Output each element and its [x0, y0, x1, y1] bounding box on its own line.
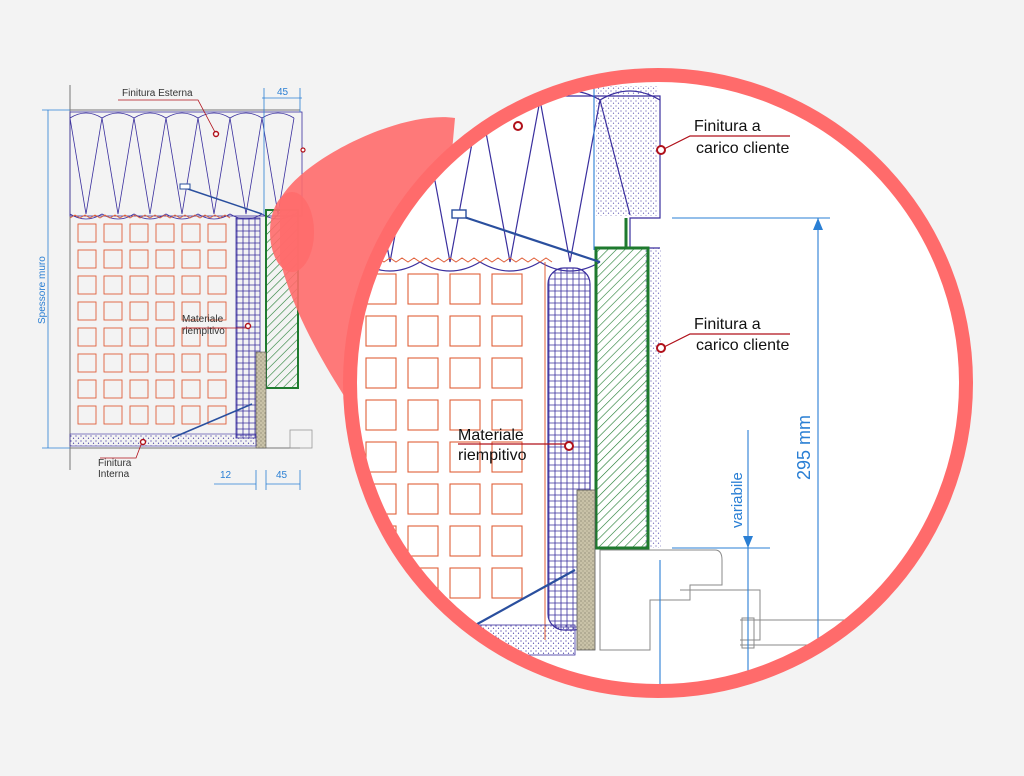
- brick-cell: [491, 567, 523, 599]
- brick-cell: [365, 399, 397, 431]
- brick-cell: [155, 379, 175, 399]
- brick-cell: [103, 275, 123, 295]
- label-finitura-a-1: Finitura a: [694, 118, 761, 135]
- brick-cell: [77, 275, 97, 295]
- brick-cell: [103, 379, 123, 399]
- brick-cell: [129, 301, 149, 321]
- label-riempitivo-zoom: riempitivo: [458, 447, 527, 464]
- brick-cell: [155, 249, 175, 269]
- brick-cell: [449, 567, 481, 599]
- dim-bottom-45: 45: [276, 470, 288, 481]
- brick-cell: [449, 315, 481, 347]
- brick-cell: [207, 379, 227, 399]
- brick-cell: [77, 405, 97, 425]
- brick-cell: [129, 353, 149, 373]
- dim-295-mm: 295 mm: [794, 415, 814, 480]
- brick-cell: [103, 301, 123, 321]
- brick-block-small: [69, 214, 231, 425]
- brick-cell: [155, 353, 175, 373]
- brick-cell: [491, 441, 523, 473]
- brick-cell: [449, 441, 481, 473]
- brick-cell: [181, 405, 201, 425]
- magnifier-ring: [343, 68, 973, 698]
- brick-cell: [77, 223, 97, 243]
- insulation-layer-small: [69, 111, 303, 220]
- small-section-drawing: Finitura Esterna Materiale riempitivo Fi…: [37, 85, 313, 490]
- brick-cell: [207, 353, 227, 373]
- brick-cell: [181, 353, 201, 373]
- dim-spessore-muro: Spessore muro: [37, 256, 48, 324]
- brick-cell: [407, 525, 439, 557]
- brick-cell: [365, 357, 397, 389]
- brick-cell: [207, 301, 227, 321]
- brick-cell: [77, 379, 97, 399]
- brick-cell: [181, 249, 201, 269]
- brick-cell: [103, 353, 123, 373]
- brick-cell: [449, 483, 481, 515]
- brick-cell: [155, 275, 175, 295]
- brick-cell: [407, 273, 439, 305]
- dim-top-45: 45: [277, 87, 289, 98]
- brick-cell: [407, 399, 439, 431]
- brick-cell: [449, 399, 481, 431]
- label-finitura-small: Finitura: [98, 458, 132, 469]
- brick-cell: [365, 567, 397, 599]
- brick-cell: [181, 275, 201, 295]
- brick-cell: [103, 405, 123, 425]
- brick-cell: [407, 357, 439, 389]
- label-interna-small: Interna: [98, 469, 130, 480]
- label-carico-cliente-2: carico cliente: [696, 337, 789, 354]
- brick-cell: [449, 525, 481, 557]
- label-finitura-esterna: Finitura Esterna: [122, 88, 193, 99]
- label-riempitivo-small: riempitivo: [182, 326, 225, 337]
- brick-cell: [155, 405, 175, 425]
- brick-cell: [207, 223, 227, 243]
- brick-cell: [407, 441, 439, 473]
- interior-finish-small: [69, 433, 257, 447]
- brick-cell: [103, 327, 123, 347]
- brick-cell: [103, 249, 123, 269]
- brick-cell: [155, 223, 175, 243]
- label-materiale-zoom: Materiale: [458, 427, 524, 444]
- brick-cell: [155, 327, 175, 347]
- brick-cell: [77, 301, 97, 321]
- brick-cell: [491, 315, 523, 347]
- brick-cell: [365, 315, 397, 347]
- brick-cell: [77, 327, 97, 347]
- brick-cell: [207, 275, 227, 295]
- brick-cell: [491, 357, 523, 389]
- label-finitura-a-2: Finitura a: [694, 316, 761, 333]
- brick-cell: [155, 301, 175, 321]
- label-carico-cliente-1: carico cliente: [696, 140, 789, 157]
- brick-cell: [449, 273, 481, 305]
- brick-cell: [181, 223, 201, 243]
- brick-cell: [129, 223, 149, 243]
- brick-cell: [491, 273, 523, 305]
- brick-cell: [491, 483, 523, 515]
- brick-cell: [129, 249, 149, 269]
- brick-cell: [103, 223, 123, 243]
- brick-cell: [77, 249, 97, 269]
- brick-cell: [129, 275, 149, 295]
- brick-cell: [181, 379, 201, 399]
- brick-cell: [491, 399, 523, 431]
- brick-cell: [129, 405, 149, 425]
- brick-cell: [407, 483, 439, 515]
- dim-bottom-12: 12: [220, 470, 232, 481]
- brick-cell: [77, 353, 97, 373]
- brick-cell: [129, 379, 149, 399]
- brick-cell: [449, 357, 481, 389]
- brick-cell: [207, 249, 227, 269]
- dimension-lines-small: [42, 88, 302, 490]
- dim-variabile: variabile: [729, 472, 746, 528]
- brick-cell: [181, 301, 201, 321]
- brick-cell: [129, 327, 149, 347]
- label-materiale-small: Materiale: [182, 314, 224, 325]
- brick-cell: [407, 315, 439, 347]
- brick-cell: [491, 525, 523, 557]
